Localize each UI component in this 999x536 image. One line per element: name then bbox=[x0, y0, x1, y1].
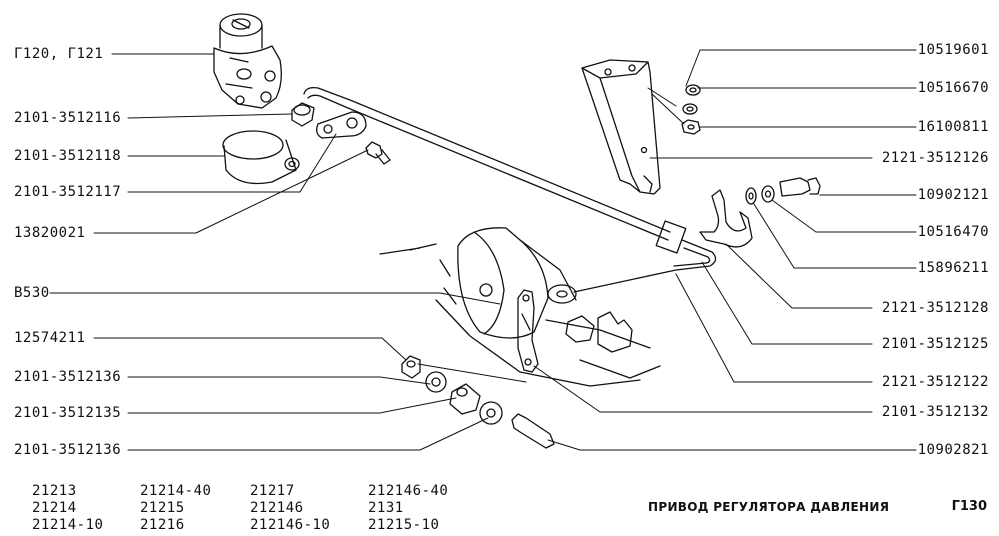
label-washer-top: 10516670 bbox=[917, 80, 989, 96]
label-washer-lock: 15896211 bbox=[917, 260, 989, 276]
clamp-drawing bbox=[699, 189, 753, 248]
label-nut-hex: 16100811 bbox=[917, 119, 989, 135]
label-axle-housing: B530 bbox=[14, 285, 50, 301]
model-column-3: 21217 212146 212146-10 bbox=[250, 483, 330, 534]
nut-washer-drawing bbox=[681, 84, 701, 135]
model-code: 21215-10 bbox=[368, 517, 440, 533]
lever-drawing bbox=[316, 111, 367, 139]
label-bolt: 10902121 bbox=[917, 187, 989, 203]
bolt-drawing bbox=[745, 177, 821, 205]
model-column-1: 21213 21214 21214-10 bbox=[32, 483, 103, 534]
label-nut-top: 10519601 bbox=[917, 42, 989, 58]
label-link: 2101-3512132 bbox=[881, 404, 989, 420]
model-code: 212146-10 bbox=[250, 517, 331, 533]
model-code: 21214 bbox=[32, 500, 77, 516]
axle-housing-drawing bbox=[379, 227, 661, 387]
label-washer-mid: 10516470 bbox=[917, 224, 989, 240]
label-bolt-lower: 10902821 bbox=[917, 442, 989, 458]
label-cover: 2101-3512118 bbox=[14, 148, 122, 164]
label-clamp: 2121-3512128 bbox=[881, 300, 989, 316]
diagram-title: ПРИВОД РЕГУЛЯТОРА ДАВЛЕНИЯ bbox=[648, 500, 890, 514]
label-sleeve: 2101-3512135 bbox=[14, 405, 122, 421]
model-code: 21214-10 bbox=[32, 517, 104, 533]
bushing-drawing bbox=[291, 102, 315, 127]
label-bushing-lower-1: 2101-3512136 bbox=[14, 369, 122, 385]
model-code: 21217 bbox=[250, 483, 295, 499]
label-bushing: 2101-3512116 bbox=[14, 110, 122, 126]
pin-drawing bbox=[365, 141, 391, 165]
page-number: Г130 bbox=[951, 499, 987, 514]
model-code: 21216 bbox=[140, 517, 185, 533]
model-code: 21214-40 bbox=[140, 483, 212, 499]
model-code: 21215 bbox=[140, 500, 185, 516]
bracket-drawing bbox=[581, 59, 661, 195]
label-bracket: 2121-3512126 bbox=[881, 150, 989, 166]
label-bushing-lower-2: 2101-3512136 bbox=[14, 442, 122, 458]
model-code: 212146 bbox=[250, 500, 304, 516]
cover-drawing bbox=[222, 130, 300, 185]
lower-bushings-drawing bbox=[401, 355, 555, 449]
model-column-2: 21214-40 21215 21216 bbox=[140, 483, 211, 534]
label-lever: 2101-3512117 bbox=[14, 184, 122, 200]
label-cushion: 2101-3512125 bbox=[881, 336, 989, 352]
model-column-4: 212146-40 2131 21215-10 bbox=[368, 483, 448, 534]
model-code: 2131 bbox=[368, 500, 404, 516]
label-rod: 2121-3512122 bbox=[881, 374, 989, 390]
model-code: 212146-40 bbox=[368, 483, 449, 499]
label-pin: 13820021 bbox=[14, 225, 86, 241]
pressure-regulator-drawing bbox=[213, 13, 282, 109]
link-drawing bbox=[517, 289, 539, 373]
rod-drawing bbox=[303, 86, 717, 304]
leader-lines bbox=[49, 49, 917, 451]
model-code: 21213 bbox=[32, 483, 77, 499]
label-regulator: Г120, Г121 bbox=[14, 46, 104, 62]
label-nut: 12574211 bbox=[14, 330, 86, 346]
